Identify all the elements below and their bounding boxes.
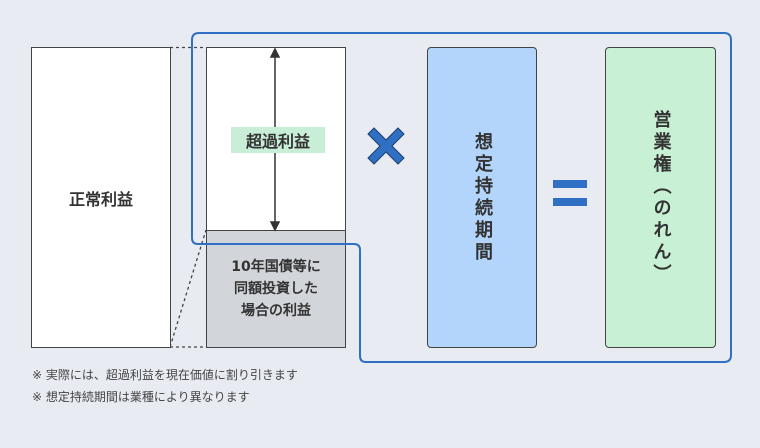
bond-profit-box: 10年国債等に 同額投資した 場合の利益 xyxy=(206,230,346,348)
bond-profit-line: 場合の利益 xyxy=(241,303,311,319)
highlight-outline xyxy=(191,32,732,363)
goodwill-box: 営業権（のれん） xyxy=(605,47,716,348)
note-discount: ※ 実際には、超過利益を現在価値に割り引きます xyxy=(32,368,298,382)
excess-profit-label: 超過利益 xyxy=(231,127,325,153)
bond-profit-line: 同額投資した xyxy=(234,281,318,297)
expected-period-box: 想定持続期間 xyxy=(427,47,537,348)
equals-icon xyxy=(553,180,587,206)
note-period: ※ 想定持続期間は業種により異なります xyxy=(32,390,250,404)
expected-period-label: 想定持続期間 xyxy=(472,131,493,264)
bond-profit-line: 10年国債等に xyxy=(231,259,321,275)
multiply-icon xyxy=(367,127,405,165)
normal-profit-box: 正常利益 xyxy=(31,47,171,348)
normal-profit-label: 正常利益 xyxy=(68,189,133,209)
dotted-connector-diagonal xyxy=(169,229,207,348)
goodwill-label: 営業権（のれん） xyxy=(650,109,672,286)
